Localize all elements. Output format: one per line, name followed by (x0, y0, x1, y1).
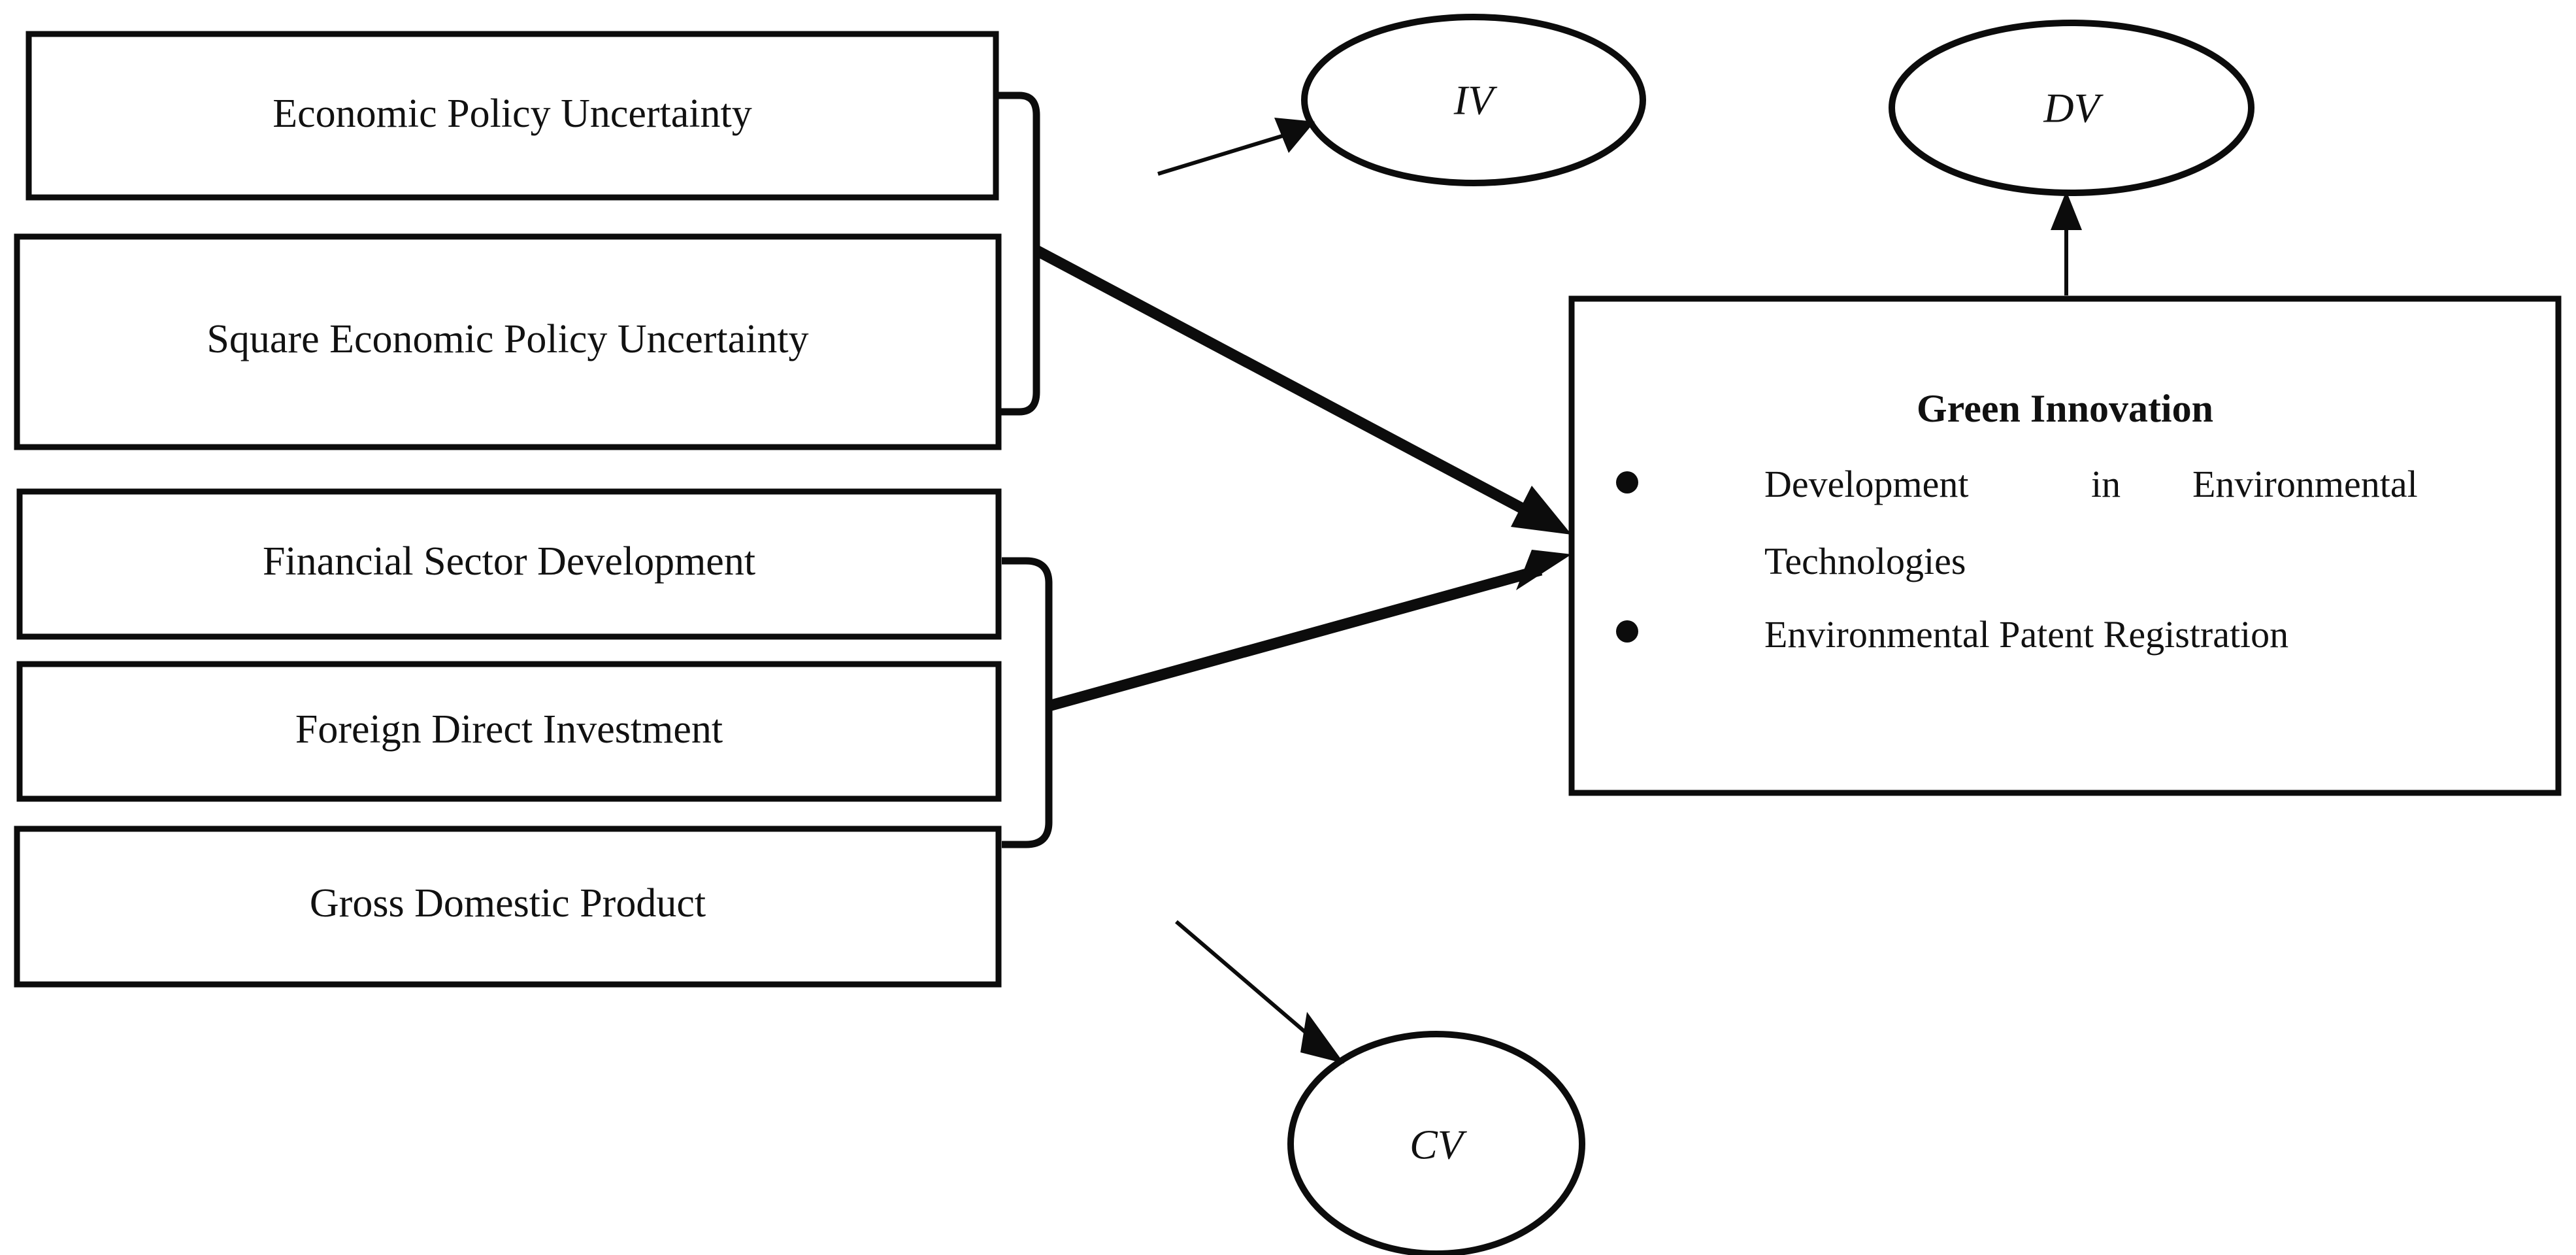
arrow-control-group-head (1516, 550, 1572, 590)
arrow-control-group-line (1047, 564, 1543, 712)
bracket-epu-group (999, 92, 1040, 416)
bullet-dot-icon-1 (1616, 471, 1638, 494)
arrow-outcome-to-dv-head (2051, 191, 2082, 230)
legend-ellipse-dv-shape[interactable] (1889, 20, 2254, 196)
predictor-box-fsd-label: Financial Sector Development (263, 539, 755, 584)
predictor-box-gdp-label: Gross Domestic Product (310, 881, 706, 926)
arrow-outcome-to-dv (2051, 191, 2082, 295)
outcome-box-title: Green Innovation (1917, 387, 2213, 430)
outcome-bullet-1-line-1-word-1: Development (1764, 463, 1968, 505)
legend-ellipse-dv[interactable]: DV (1889, 20, 2254, 196)
legend-ellipse-iv[interactable]: IV (1301, 14, 1646, 186)
predictor-box-gdp-rect[interactable] (14, 826, 1002, 988)
arrow-control-group-to-green-innovation (1047, 550, 1572, 712)
bullet-dot-icon-2 (1616, 620, 1638, 643)
arrow-pointer-to-cv-head (1300, 1012, 1344, 1063)
predictor-box-gdp[interactable]: Gross Domestic Product (14, 826, 1002, 988)
legend-ellipse-iv-shape[interactable] (1301, 14, 1646, 186)
predictor-box-fsd-rect[interactable] (16, 488, 1002, 640)
outcome-box-rect[interactable] (1568, 295, 2562, 796)
legend-ellipse-cv-shape[interactable] (1287, 1031, 1585, 1255)
predictor-box-sepu-rect[interactable] (14, 233, 1002, 450)
outcome-box-green-innovation[interactable]: Green Innovation Development in Environm… (1568, 295, 2562, 796)
arrow-pointer-to-cv-line (1175, 920, 1318, 1044)
legend-ellipse-cv-label: CV (1410, 1122, 1468, 1168)
outcome-bullet-1-line-2: Technologies (1764, 540, 1966, 582)
predictor-box-epu[interactable]: Economic Policy Uncertainty (25, 31, 999, 201)
predictor-box-fdi[interactable]: Foreign Direct Investment (16, 661, 1002, 802)
arrow-epu-group-line (1034, 245, 1544, 524)
legend-ellipse-dv-label: DV (2043, 85, 2104, 131)
legend-ellipse-iv-label: IV (1453, 77, 1498, 124)
predictor-box-fsd[interactable]: Financial Sector Development (16, 488, 1002, 640)
predictor-box-fdi-rect[interactable] (16, 661, 1002, 802)
predictor-box-epu-rect[interactable] (25, 31, 999, 201)
arrow-epu-group-to-green-innovation (1034, 245, 1572, 535)
outcome-bullet-2-text: Environmental Patent Registration (1764, 613, 2288, 656)
arrow-pointer-to-iv-head (1274, 118, 1315, 153)
outcome-bullet-1-line-1-word-2: in (2091, 463, 2121, 505)
arrow-pointer-to-iv (1157, 118, 1315, 176)
bracket-control-group (1002, 557, 1053, 848)
predictor-box-fdi-label: Foreign Direct Investment (295, 707, 723, 752)
legend-ellipse-cv[interactable]: CV (1287, 1031, 1585, 1255)
outcome-bullet-1-line-1-word-3: Environmental (2192, 463, 2418, 505)
arrow-pointer-to-iv-line (1157, 132, 1289, 176)
predictor-box-sepu[interactable]: Square Economic Policy Uncertainty (14, 233, 1002, 450)
arrow-epu-group-head (1511, 486, 1572, 535)
arrow-pointer-to-cv (1175, 920, 1344, 1063)
predictor-box-epu-label: Economic Policy Uncertainty (272, 92, 751, 136)
predictor-box-sepu-label: Square Economic Policy Uncertainty (206, 317, 808, 361)
